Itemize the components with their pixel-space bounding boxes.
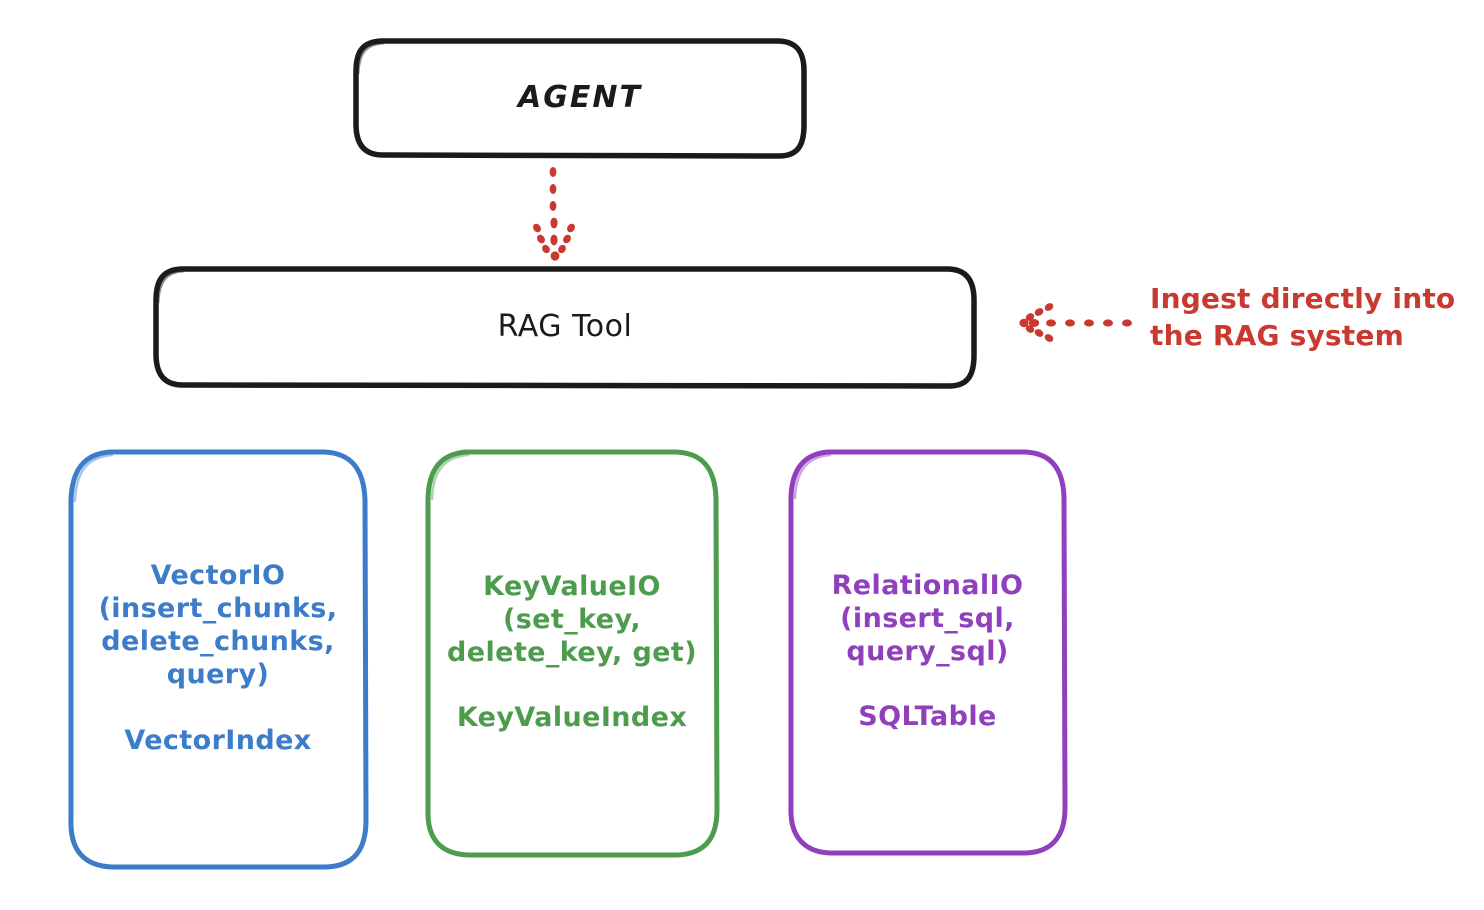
- node-agent-shape[interactable]: [353, 38, 807, 159]
- node-vector-io-shape[interactable]: [68, 449, 369, 870]
- node-rag-tool-shape[interactable]: [153, 266, 977, 389]
- node-relational-io-shape[interactable]: [788, 449, 1068, 856]
- ingest-arrow: [1019, 303, 1132, 342]
- agent-to-rag-tool-arrow: [533, 167, 575, 261]
- node-key-value-io-shape[interactable]: [425, 449, 720, 858]
- ingest-annotation-text: Ingest directly into the RAG system: [1150, 282, 1456, 352]
